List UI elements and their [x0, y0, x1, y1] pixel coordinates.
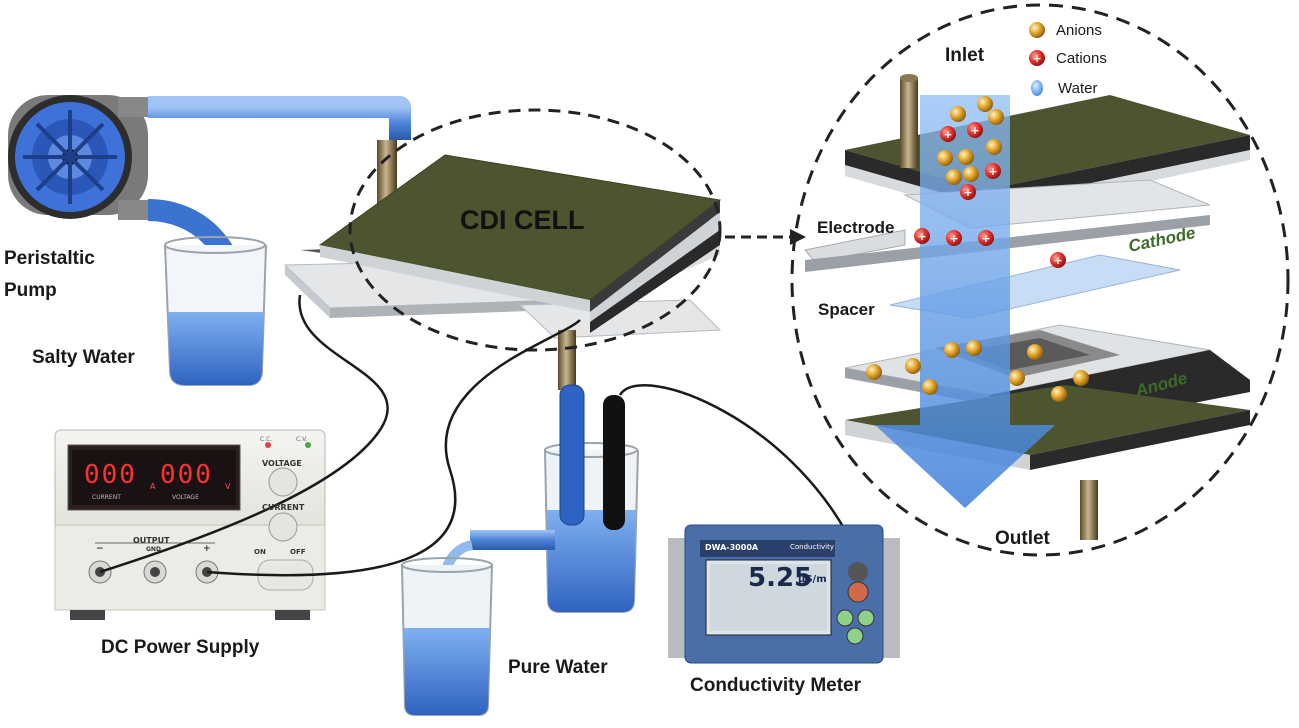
psu-on-label: ON: [254, 548, 266, 556]
cation-plus-sign: +: [963, 186, 972, 199]
anion-particle: [1009, 370, 1025, 386]
cdi-cell-label: CDI CELL: [460, 205, 585, 235]
wires: [99, 294, 862, 577]
spacer-label: Spacer: [818, 300, 875, 319]
pure-water-beaker: [401, 557, 493, 716]
anion-particle: [1027, 344, 1043, 360]
anion-particle: [950, 106, 966, 122]
inlet-probe: [559, 384, 585, 526]
cation-plus-sign: +: [988, 165, 997, 178]
salty-water-beaker: [164, 236, 267, 386]
electrode-label: Electrode: [817, 218, 895, 237]
salty-water-label: Salty Water: [32, 347, 135, 368]
outlet-label: Outlet: [995, 528, 1050, 549]
meter-unit: μS/m: [798, 574, 827, 585]
cation-plus-sign: +: [981, 232, 990, 245]
conductivity-probe: [603, 395, 625, 530]
anion-particle: [922, 379, 938, 395]
psu-current-display: 000: [84, 460, 137, 490]
anion-particle: [986, 139, 1002, 155]
psu-current-caption: CURRENT: [92, 494, 121, 501]
peristaltic-pump: [8, 95, 148, 220]
water-flow-arrow: [875, 95, 1055, 508]
psu-cv-label: C.V.: [296, 436, 308, 443]
legend-cation-marker: [1029, 50, 1045, 66]
psu-cc-label: C.C.: [260, 436, 273, 443]
dc-power-supply-label: DC Power Supply: [101, 637, 260, 658]
cation-particle: [914, 228, 930, 244]
psu-gnd-label: GND: [146, 546, 161, 553]
cation-plus-sign: +: [970, 124, 979, 137]
anion-particle: [966, 340, 982, 356]
psu-plus-label: +: [203, 544, 211, 554]
cation-particle: [1050, 252, 1066, 268]
legend-anions-label: Anions: [1056, 22, 1102, 39]
anion-particle: [944, 342, 960, 358]
pure-water-label: Pure Water: [508, 657, 608, 678]
anion-particle: [1073, 370, 1089, 386]
exploded-cell: [804, 95, 1250, 470]
anion-particle: [1051, 386, 1067, 402]
anion-particle: [937, 150, 953, 166]
conductivity-meter-label: Conductivity Meter: [690, 675, 862, 696]
cation-plus-sign: +: [949, 232, 958, 245]
anion-particle: [958, 149, 974, 165]
peristaltic-label-line1: Peristaltic: [4, 248, 95, 269]
svg-text:+: +: [1032, 52, 1041, 65]
psu-output-label: OUTPUT: [133, 536, 170, 545]
psu-voltage-knob-label: VOLTAGE: [262, 459, 302, 468]
legend-water-label: Water: [1058, 80, 1098, 97]
zoom-circle: [790, 3, 1290, 557]
cation-particle: [940, 126, 956, 142]
cation-plus-sign: +: [1053, 254, 1062, 267]
psu-off-label: OFF: [290, 548, 306, 556]
anion-particle: [988, 109, 1004, 125]
conductivity-meter: [668, 524, 900, 664]
cation-particle: [978, 230, 994, 246]
meter-reading: 5.25: [748, 563, 813, 593]
zoom-outlet-rod: [1080, 480, 1098, 540]
overflow-spout: [470, 530, 555, 550]
anion-particle: [946, 169, 962, 185]
cation-particle: [946, 230, 962, 246]
legend-cations-label: Cations: [1056, 50, 1107, 67]
dc-power-supply: [54, 429, 326, 620]
cation-particle: [985, 163, 1001, 179]
legend-anion-marker: [1029, 22, 1045, 38]
anion-particle: [905, 358, 921, 374]
cation-particle: [960, 184, 976, 200]
psu-current-unit: A: [150, 482, 156, 491]
peristaltic-label-line2: Pump: [4, 280, 57, 301]
meter-mode: Conductivity: [790, 543, 834, 551]
anion-particle: [963, 166, 979, 182]
psu-voltage-unit: V: [225, 482, 231, 491]
anion-particle: [977, 96, 993, 112]
ion-particles: + + + + + + + +: [866, 96, 1089, 402]
anion-particle: [866, 364, 882, 380]
psu-voltage-caption: VOLTAGE: [172, 494, 199, 501]
cation-plus-sign: +: [943, 128, 952, 141]
outlet-pipe: [558, 330, 576, 390]
inlet-label: Inlet: [945, 45, 985, 66]
psu-minus-label: −: [96, 544, 104, 554]
legend-water-marker: [1031, 80, 1043, 96]
legend: +: [1029, 22, 1045, 96]
psu-current-knob-label: CURRENT: [262, 503, 305, 512]
cdi-zoom-ellipse: [348, 108, 722, 352]
cdi-cell: [283, 154, 722, 339]
cation-plus-sign: +: [917, 230, 926, 243]
meter-model: DWA-3000A: [705, 543, 759, 552]
cation-particle: [967, 122, 983, 138]
zoom-inlet-rod: [900, 78, 918, 168]
psu-voltage-display: 000: [160, 460, 213, 490]
